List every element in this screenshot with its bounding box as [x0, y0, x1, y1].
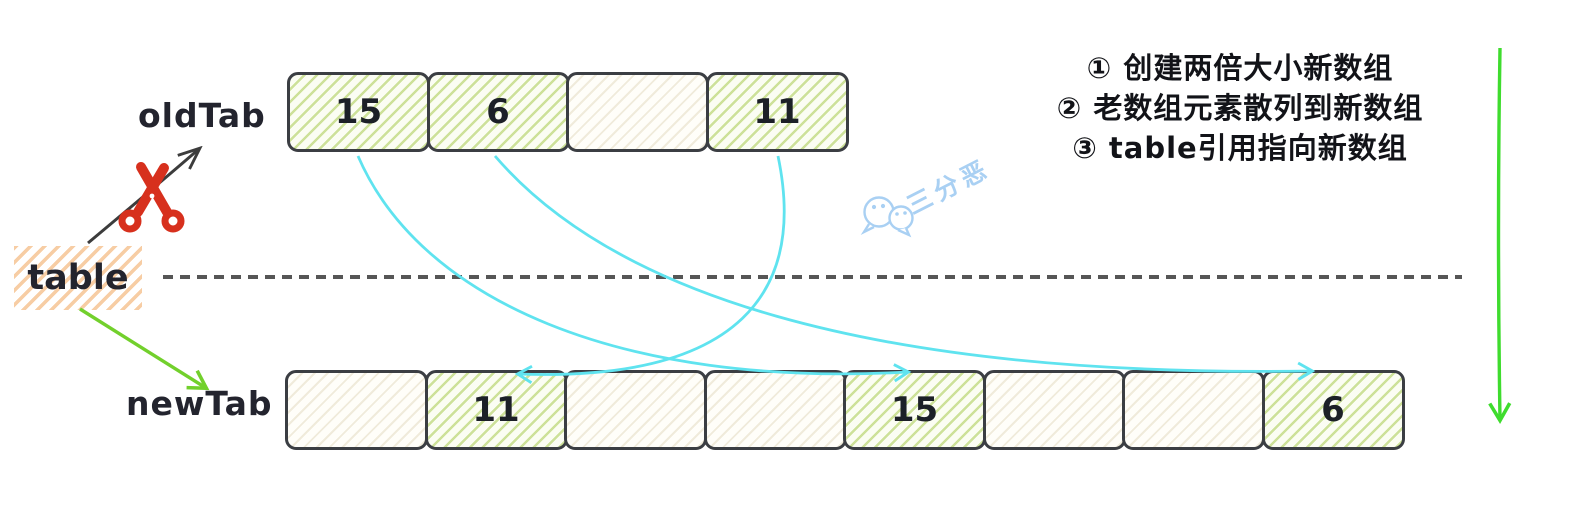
- annotation-step-1: ① 创建两倍大小新数组: [1086, 51, 1394, 85]
- array-cell: 6: [426, 72, 570, 152]
- annotation-step-3: ③ table引用指向新数组: [1072, 131, 1408, 165]
- array-cell: 11: [705, 72, 849, 152]
- array-cell: [285, 370, 428, 450]
- array-cell: [1122, 370, 1265, 450]
- newtab-array: 11 15 6: [285, 370, 1405, 450]
- wechat-icon: [860, 196, 914, 238]
- array-cell: 15: [287, 72, 430, 152]
- rehash-arrow-15: [356, 155, 912, 383]
- array-cell: 11: [424, 370, 568, 450]
- table-to-newtab-arrow: [79, 307, 210, 391]
- newtab-label: newTab: [126, 384, 273, 423]
- rehash-arrow-11: [514, 155, 786, 384]
- table-to-oldtab-arrow: [87, 149, 199, 245]
- array-cell: 15: [843, 370, 986, 450]
- array-cell: [564, 370, 707, 450]
- oldtab-array: 15 6 11: [287, 72, 849, 152]
- array-cell: [566, 72, 709, 152]
- array-cell: [703, 370, 847, 450]
- array-cell: [982, 370, 1126, 450]
- table-label: table: [14, 246, 142, 310]
- oldtab-label: oldTab: [138, 96, 266, 135]
- annotation-steps: ① 创建两倍大小新数组 ② 老数组元素散列到新数组 ③ table引用指向新数组: [1000, 48, 1480, 168]
- watermark-text: 三分恶: [902, 153, 996, 221]
- timeline-down-arrow: [1488, 47, 1512, 425]
- scissors-icon: [118, 162, 185, 233]
- array-cell: 6: [1261, 370, 1405, 450]
- annotation-step-2: ② 老数组元素散列到新数组: [1056, 91, 1424, 125]
